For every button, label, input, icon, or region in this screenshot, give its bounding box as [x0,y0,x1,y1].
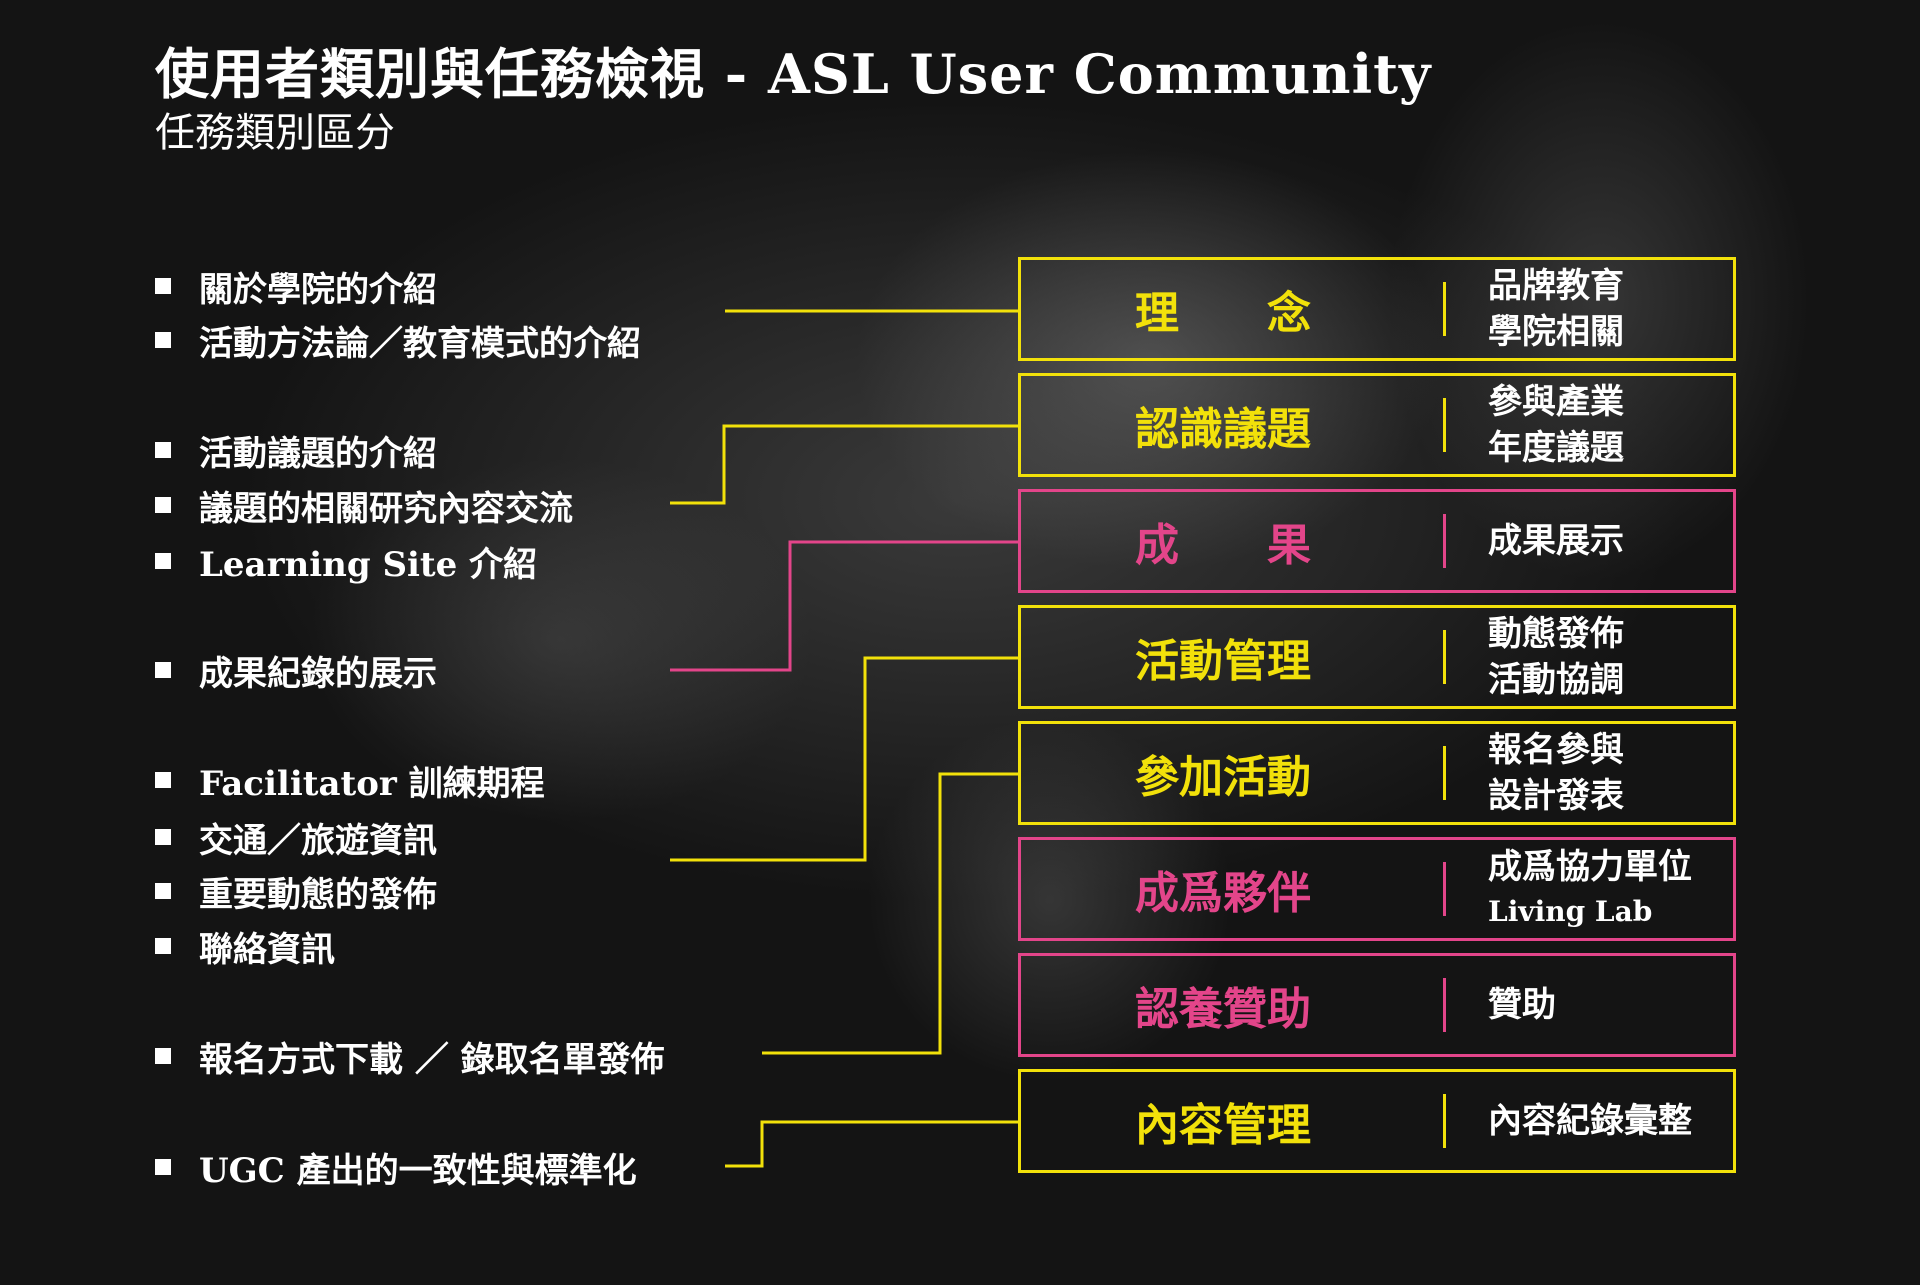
connector-line [725,1120,1018,1168]
page-title: 使用者類別與任務檢視 - ASL User Community [155,42,1432,106]
category-label: 成 果 [1135,520,1311,571]
category-desc: 成爲協力單位 Living Lab [1488,844,1692,934]
bullet-item: 成果紀錄的展示 [155,650,437,694]
category-desc-line: 參與產業 [1488,382,1624,422]
bullet-text: 報名方式下載 ／ 錄取名單發佈 [199,1039,665,1080]
bullet-text: 交通／旅遊資訊 [199,820,437,861]
category-label: 參加活動 [1135,752,1311,803]
bullet-item: 議題的相關研究內容交流 [155,485,573,529]
category-box-join-activity: 參加活動 報名參與 設計發表 [1018,721,1736,825]
bullet-text: 活動議題的介紹 [199,433,437,474]
connector-line [670,656,1018,862]
bullet-square-icon [155,829,171,845]
category-desc-line: 設計發表 [1488,776,1624,816]
bullet-item: 交通／旅遊資訊 [155,817,437,861]
bullet-square-icon [155,883,171,899]
bullet-text: 重要動態的發佈 [199,874,437,915]
category-divider [1443,630,1446,684]
bullet-square-icon [155,278,171,294]
category-label: 理 念 [1135,288,1311,339]
category-desc: 成果展示 [1488,518,1624,564]
bullet-text: 聯絡資訊 [199,929,335,970]
category-box-concept: 理 念 品牌教育 學院相關 [1018,257,1736,361]
category-desc-line: 品牌教育 [1488,266,1624,306]
connector-line [670,540,1018,672]
category-label: 內容管理 [1135,1100,1311,1151]
connector-line [670,424,1018,505]
category-desc-line: 學院相關 [1488,312,1624,352]
category-box-partner: 成爲夥伴 成爲協力單位 Living Lab [1018,837,1736,941]
category-divider [1443,1094,1446,1148]
category-desc-line: 動態發佈 [1488,614,1624,654]
category-desc-line: 報名參與 [1488,730,1624,770]
bullet-text: UGC 產出的一致性與標準化 [199,1150,637,1191]
bullet-square-icon [155,772,171,788]
bullet-text: 活動方法論／教育模式的介紹 [199,323,641,364]
category-box-content-management: 內容管理 內容紀錄彙整 [1018,1069,1736,1173]
category-box-issues: 認識議題 參與產業 年度議題 [1018,373,1736,477]
bullet-text: 議題的相關研究內容交流 [199,488,573,529]
bullet-item: Facilitator 訓練期程 [155,760,545,804]
category-label: 認識議題 [1135,404,1311,455]
category-desc: 報名參與 設計發表 [1488,727,1624,819]
category-divider [1443,978,1446,1032]
category-desc-line: 年度議題 [1488,428,1624,468]
bullet-text: Facilitator 訓練期程 [199,763,545,804]
category-label: 成爲夥伴 [1135,868,1311,919]
connector-line [762,772,1018,1055]
category-divider [1443,398,1446,452]
bullet-square-icon [155,938,171,954]
bullet-text: 成果紀錄的展示 [199,653,437,694]
bullet-item: 活動議題的介紹 [155,430,437,474]
category-desc-line: 成爲協力單位 [1488,847,1692,887]
category-box-results: 成 果 成果展示 [1018,489,1736,593]
category-desc: 內容紀錄彙整 [1488,1098,1692,1144]
bullet-square-icon [155,1159,171,1175]
category-label: 活動管理 [1135,636,1311,687]
category-label: 認養贊助 [1135,984,1311,1035]
bullet-square-icon [155,662,171,678]
bullet-text: Learning Site 介紹 [199,544,538,585]
category-desc-line: 內容紀錄彙整 [1488,1101,1692,1141]
bullet-item: 報名方式下載 ／ 錄取名單發佈 [155,1036,665,1080]
page-subtitle: 任務類別區分 [155,110,395,156]
category-box-sponsor: 認養贊助 贊助 [1018,953,1736,1057]
bullet-square-icon [155,332,171,348]
category-desc-line: Living Lab [1488,895,1653,928]
category-box-activity-management: 活動管理 動態發佈 活動協調 [1018,605,1736,709]
bullet-square-icon [155,497,171,513]
bullet-item: 重要動態的發佈 [155,871,437,915]
bullet-item: 活動方法論／教育模式的介紹 [155,320,641,364]
category-desc: 贊助 [1488,982,1556,1028]
category-desc-line: 贊助 [1488,985,1556,1025]
category-desc-line: 成果展示 [1488,521,1624,561]
bullet-item: UGC 產出的一致性與標準化 [155,1147,637,1191]
bullet-item: 聯絡資訊 [155,926,335,970]
category-desc: 動態發佈 活動協調 [1488,611,1624,703]
bullet-square-icon [155,553,171,569]
category-desc-line: 活動協調 [1488,660,1624,700]
category-divider [1443,282,1446,336]
category-divider [1443,514,1446,568]
bullet-text: 關於學院的介紹 [199,269,437,310]
category-desc: 參與產業 年度議題 [1488,379,1624,471]
category-divider [1443,862,1446,916]
bullet-item: Learning Site 介紹 [155,541,537,585]
category-divider [1443,746,1446,800]
bullet-square-icon [155,442,171,458]
category-desc: 品牌教育 學院相關 [1488,263,1624,355]
bullet-square-icon [155,1048,171,1064]
bullet-item: 關於學院的介紹 [155,266,437,310]
